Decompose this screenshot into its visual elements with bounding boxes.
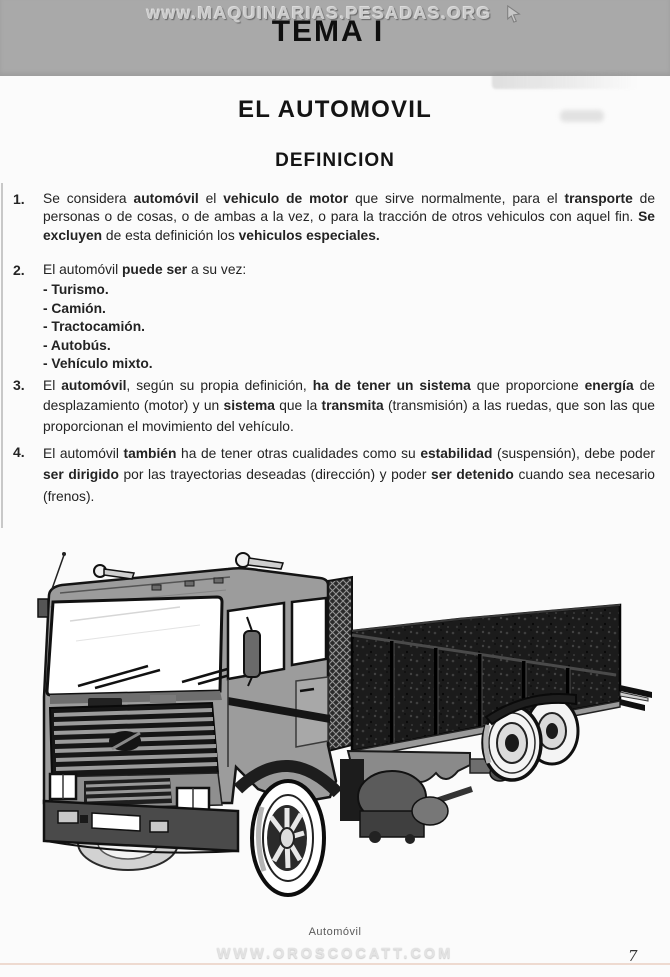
paragraph-text: Se considera automóvil el vehiculo de mo… (43, 191, 656, 243)
far-mirror (37, 598, 49, 618)
paragraph-1: 1. Se considera automóvil el vehiculo de… (0, 190, 670, 245)
paragraph-number: 1. (13, 191, 25, 207)
front-fender (233, 760, 343, 798)
rear-side-window (290, 596, 328, 667)
rear-frame-rails (619, 685, 652, 711)
footer-rule (0, 963, 670, 965)
marker-light (184, 580, 195, 587)
paragraph-2: 2. El automóvil puede ser a su vez: - Tu… (0, 261, 670, 373)
vehicle-type-item: - Vehículo mixto. (43, 356, 153, 372)
paragraph-text: El automóvil puede ser a su vez: - Turis… (43, 261, 655, 373)
truck-figure (0, 545, 670, 925)
side-mirror (243, 630, 261, 678)
vehicle-type-item: - Autobús. (43, 337, 111, 353)
page-title: EL AUTOMOVIL (238, 96, 432, 123)
door-handle (299, 687, 315, 693)
antenna (51, 554, 65, 590)
vehicle-type-item: - Tractocamión. (43, 319, 145, 335)
vehicle-type-item: - Turismo. (43, 282, 109, 298)
scan-smudge (560, 110, 604, 122)
figure-caption: Automóvil (308, 926, 362, 938)
site-watermark-text: www.MAQUINARIAS.PESADAS.ORG (146, 3, 492, 23)
marker-light (151, 584, 162, 591)
scan-smudge (492, 72, 638, 89)
section-title: DEFINICION (275, 150, 395, 171)
paragraph-intro: El automóvil puede ser a su vez: (43, 262, 247, 277)
vehicle-type-list: - Turismo. - Camión. - Tractocamión. - A… (43, 281, 655, 373)
footer-watermark: WWW.OROSCOCATT.COM (216, 946, 454, 962)
scan-edge-line (1, 183, 3, 528)
cursor-arrow-icon (507, 5, 522, 23)
wiper-left (77, 664, 161, 690)
truck-cab (42, 566, 343, 854)
truck-illustration (37, 552, 652, 897)
drivetrain (340, 759, 473, 844)
roof-accessories (37, 552, 284, 618)
license-plate (91, 812, 141, 832)
side-stripe (228, 697, 330, 723)
front-wheel (250, 779, 326, 897)
front-grille (48, 701, 220, 779)
page-number: 7 (628, 947, 638, 965)
paragraph-text: El automóvil, según su propia definición… (43, 378, 655, 434)
paragraph-text: El automóvil también ha de tener otras c… (43, 446, 655, 504)
truck-headboard (327, 575, 353, 753)
paragraph-number: 2. (13, 262, 25, 278)
rear-mudguard (484, 692, 577, 726)
front-lower-panel (48, 772, 223, 817)
paragraph-number: 3. (13, 377, 25, 393)
site-watermark: www.MAQUINARIAS.PESADAS.ORG (0, 3, 670, 24)
vehicle-type-item: - Camión. (43, 300, 106, 316)
marker-light (213, 577, 224, 584)
paragraph-3: 3. El automóvil, según su propia definic… (0, 376, 670, 437)
rear-wheels (481, 696, 580, 782)
chapter-title: TEMA I (271, 15, 385, 48)
paragraph-4: 4. El automóvil también ha de tener otra… (0, 443, 670, 507)
header-band: www.MAQUINARIAS.PESADAS.ORG TEMA I (0, 0, 670, 76)
front-bumper (42, 799, 240, 854)
paragraph-number: 4. (13, 444, 25, 460)
